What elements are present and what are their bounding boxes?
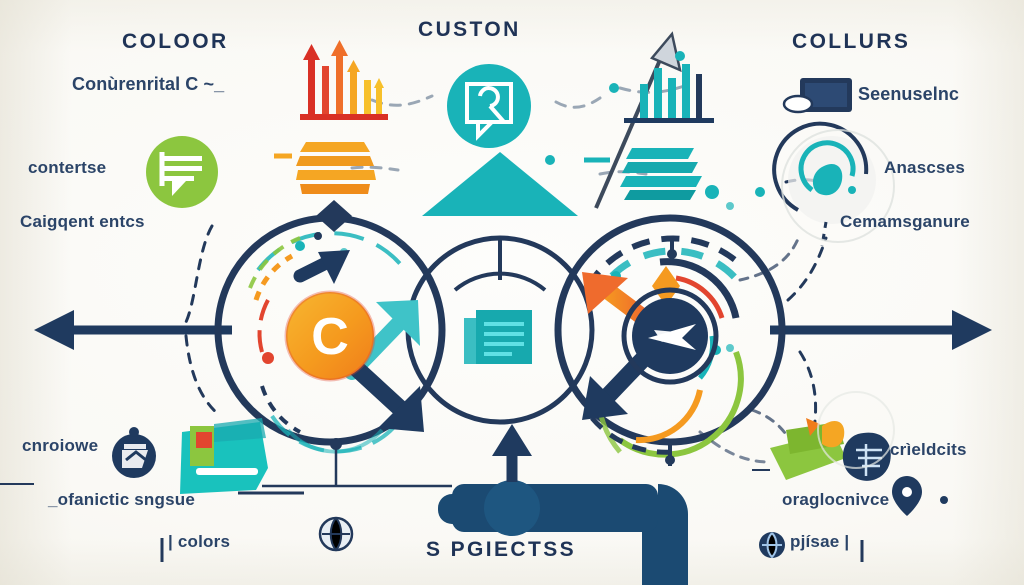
label-bottom-right-2: oraglocnivce — [782, 490, 890, 509]
label-left-mid-2: Caigqent entcs — [20, 212, 145, 231]
right-circle-decor — [585, 235, 745, 466]
label-bottom-left-1: cnroiowe — [22, 436, 99, 455]
label-top-center-heading: CUSTON — [418, 18, 521, 41]
label-bottom-right-1: crìeldcits — [890, 440, 967, 459]
label-right-mid-1: Anascses — [884, 158, 965, 177]
bottom-divider-lines — [0, 469, 864, 562]
arrow-up-icon — [492, 424, 532, 456]
orange-arrow-up-left-icon — [582, 272, 653, 327]
label-right-mid-2: Cemamsganure — [840, 212, 970, 231]
location-pin-icon — [892, 476, 948, 516]
label-bottom-right-3: pjísae | — [790, 532, 850, 551]
label-top-right-heading: COLLURS — [792, 30, 911, 53]
stacked-layers-teal-icon — [584, 148, 719, 200]
bar-chart-teal-icon — [624, 51, 714, 123]
svg-text:C: C — [311, 308, 349, 366]
left-circle-decor — [248, 231, 404, 454]
chat-bubble-green-circle-icon — [146, 136, 218, 208]
orange-diamond-icon — [652, 266, 680, 306]
paper-plane-badge-icon — [621, 287, 719, 385]
label-bottom-left-2: _ofanictic sngsue — [48, 490, 195, 509]
watermark-ring — [781, 129, 895, 243]
label-top-left-sub: Conùrenrital C ~_ — [72, 74, 225, 94]
navy-diamond-icon — [316, 200, 352, 232]
document-stack-icon — [464, 310, 532, 364]
triangle-up-icon — [422, 152, 578, 216]
bar-chart-up-arrows-icon — [300, 40, 388, 120]
watermark-ring-2 — [817, 391, 895, 469]
label-left-mid-1: contertse — [28, 158, 107, 177]
navy-arrow-up-small-icon — [293, 250, 350, 284]
navy-arrow-down-left-icon — [582, 347, 655, 420]
label-top-left-heading: COLOOR — [122, 30, 229, 53]
valve-pipe-icon — [262, 424, 688, 585]
label-bottom-left-3: | colors — [168, 532, 231, 551]
right-ring — [554, 214, 786, 446]
globe-small-left-icon — [318, 516, 354, 552]
copyright-c-badge-icon: C — [284, 290, 376, 382]
briefcase-person-icon — [112, 427, 156, 478]
label-bottom-center: S PGIECTSS — [426, 538, 577, 561]
center-arc — [453, 271, 547, 292]
label-top-right-sub: Seenuselnc — [858, 84, 960, 104]
globe-small-icon — [759, 532, 785, 559]
arrow-left-icon — [34, 310, 232, 350]
gauge-icon — [772, 121, 876, 247]
teal-banner-shape-icon — [180, 418, 268, 494]
monitor-icon — [782, 78, 852, 114]
arrow-right-icon — [770, 310, 992, 350]
stacked-layers-orange-icon — [274, 142, 376, 194]
green-banner-shape-icon — [770, 418, 846, 480]
chat-bubble-circle-icon — [447, 64, 531, 148]
navy-arrow-down-right-icon — [347, 359, 424, 432]
